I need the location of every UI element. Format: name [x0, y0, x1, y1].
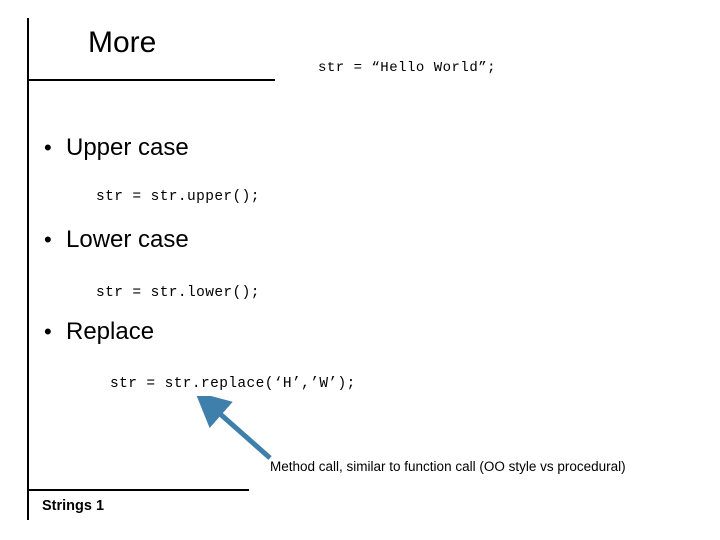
code-declaration: str = “Hello World”; [318, 60, 497, 76]
footer-rule [27, 489, 249, 491]
page-title: More [88, 26, 157, 59]
bullet-item-upper-case: • Upper case [44, 134, 189, 162]
bullet-marker-icon: • [44, 319, 52, 344]
code-upper: str = str.upper(); [96, 189, 260, 205]
left-vertical-rule [27, 18, 29, 520]
bullet-label: Replace [66, 318, 155, 345]
footer-label: Strings 1 [42, 498, 105, 514]
title-underline [27, 79, 275, 81]
bullet-item-replace: • Replace [44, 318, 154, 346]
bullet-label: Upper case [66, 134, 189, 161]
bullet-marker-icon: • [44, 227, 52, 252]
bullet-marker-icon: • [44, 135, 52, 160]
bullet-item-lower-case: • Lower case [44, 226, 189, 254]
annotation-caption: Method call, similar to function call (O… [270, 459, 626, 474]
bullet-label: Lower case [66, 226, 189, 253]
code-replace: str = str.replace(‘H’,’W’); [110, 376, 356, 392]
annotation-arrow-icon [196, 396, 272, 460]
code-lower: str = str.lower(); [96, 285, 260, 301]
